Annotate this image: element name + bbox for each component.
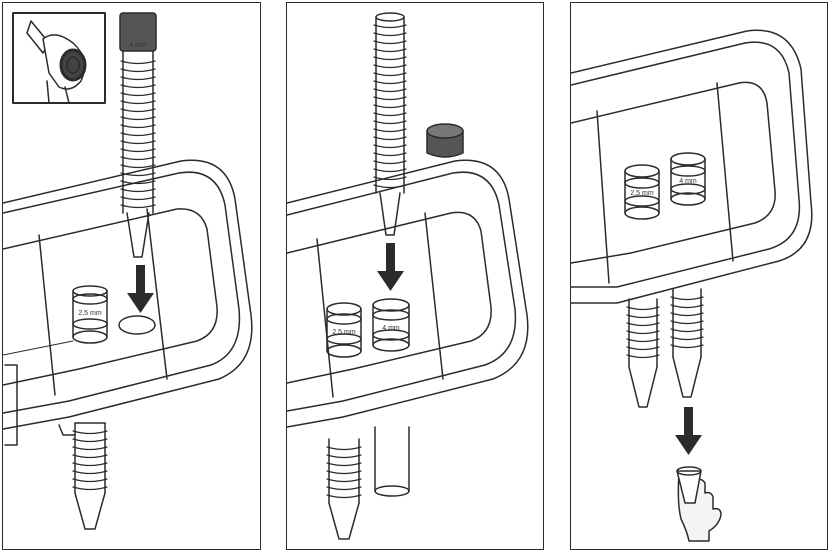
speculum-tube-bottom	[374, 426, 410, 497]
speculum-stack-left	[626, 298, 660, 408]
tip-label-4mm: 4 mm	[679, 178, 697, 185]
otoscope-inset-icon	[12, 12, 106, 104]
tip-label-2-5mm: 2,5 mm	[332, 329, 356, 336]
speculum-stack	[373, 12, 407, 236]
tip-label-2-5mm: 2,5 mm	[630, 190, 654, 197]
dispenser-body	[287, 159, 529, 428]
speculum-4mm	[670, 152, 706, 206]
cap-label-4mm: 4 mm	[129, 42, 147, 49]
arrow-down-icon	[127, 265, 154, 313]
speculum-2-5mm	[624, 164, 660, 220]
step-3-illustration: 2,5 mm 4 mm	[571, 29, 813, 542]
tip-label-4mm: 4 mm	[382, 325, 400, 332]
arrow-down-icon	[377, 243, 404, 291]
speculum-2-5mm	[326, 302, 362, 358]
dispenser-body	[571, 29, 813, 304]
speculum-stack-bottom	[326, 438, 362, 540]
step-2-panel: 2,5 mm 4 mm	[286, 2, 544, 550]
tip-label-2-5mm: 2,5 mm	[78, 310, 102, 317]
step-1-illustration: 2,5 mm 4 mm	[3, 12, 253, 530]
speculum-2-5mm	[72, 285, 108, 344]
step-2-illustration: 2,5 mm 4 mm	[287, 12, 529, 540]
dispenser-body	[3, 159, 253, 446]
hand-icon	[676, 466, 722, 542]
speculum-stack-right	[670, 288, 704, 398]
cap-icon	[426, 123, 464, 158]
step-3-panel: 2,5 mm 4 mm	[570, 2, 828, 550]
speculum-stack-bottom	[72, 422, 108, 530]
arrow-down-icon	[675, 407, 702, 455]
speculum-tube-with-cap	[119, 12, 157, 258]
step-1-panel: 2,5 mm 4 mm	[2, 2, 261, 550]
speculum-hole	[118, 315, 156, 335]
speculum-4mm	[372, 298, 410, 352]
